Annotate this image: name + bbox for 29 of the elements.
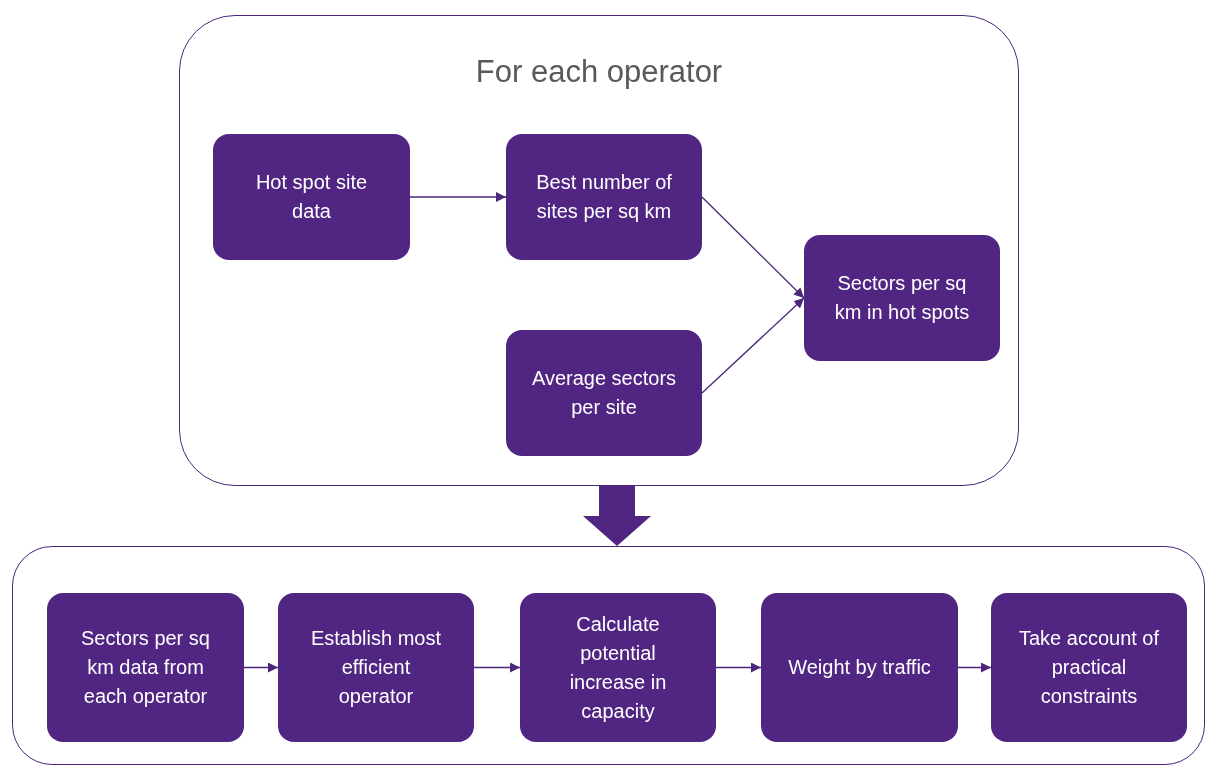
arrow [957, 662, 992, 673]
process-box [520, 593, 716, 742]
process-box [761, 593, 958, 742]
box-label: Calculate potential increase in capacity [568, 611, 668, 724]
process-box [804, 235, 1000, 361]
box-label: Sectors per sq km in hot spots [833, 271, 971, 325]
process-box [506, 330, 702, 456]
arrow [701, 297, 805, 394]
box-label: Take account of practical constraints [1017, 626, 1161, 709]
arrow [715, 662, 762, 673]
group-container [12, 546, 1205, 765]
group-title: For each operator [474, 54, 724, 90]
process-box [278, 593, 474, 742]
box-label: Best number of sites per sq km [535, 170, 673, 224]
process-box [991, 593, 1187, 742]
box-label: Hot spot site data [254, 170, 369, 224]
arrow [243, 662, 279, 673]
arrow [473, 662, 521, 673]
process-box [506, 134, 702, 260]
group-container [179, 15, 1019, 486]
arrow [701, 196, 805, 299]
process-box [213, 134, 410, 260]
box-label: Sectors per sq km data from each operator [80, 626, 211, 709]
process-box [47, 593, 244, 742]
block-arrow [583, 486, 651, 546]
box-label: Average sectors per site [530, 366, 678, 420]
box-label: Weight by traffic [787, 655, 932, 680]
arrow [409, 192, 507, 202]
box-label: Establish most efficient operator [309, 626, 443, 709]
